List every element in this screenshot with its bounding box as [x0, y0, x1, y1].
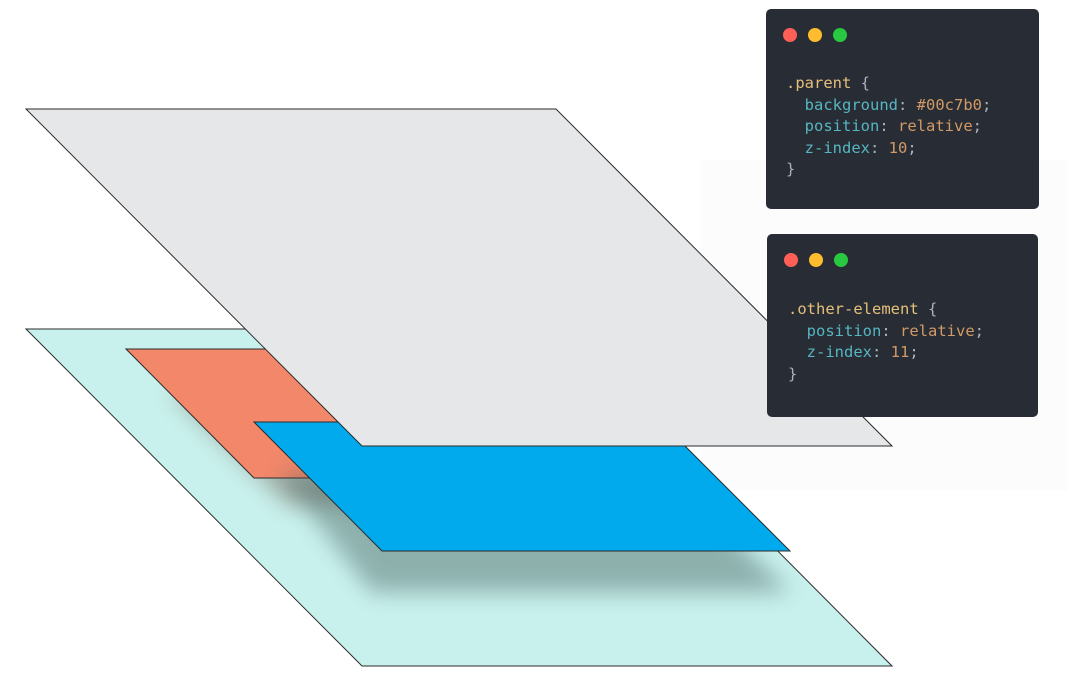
- code-token-punct: :: [870, 138, 889, 157]
- code-token-punct: ;: [907, 138, 917, 157]
- code-token-punct: }: [788, 364, 798, 383]
- code-token-punct: :: [872, 343, 891, 361]
- code-token-property: position: [804, 117, 880, 135]
- minimize-dot-icon[interactable]: [809, 253, 823, 267]
- code-indent: [786, 96, 805, 114]
- code-line: position: relative;: [788, 321, 984, 343]
- code-window-parent: .parent { background: #00c7b0; position:…: [766, 9, 1039, 209]
- code-indent: [788, 343, 807, 361]
- code-token-value: 10: [888, 138, 908, 157]
- code-line: z-index: 11;: [788, 342, 984, 364]
- code-token-punct: ;: [974, 321, 984, 340]
- code-token-punct: ;: [909, 343, 919, 361]
- code-token-property: background: [804, 95, 898, 114]
- code-window-other-element: .other-element { position: relative; z-i…: [767, 234, 1038, 417]
- code-token-value: relative: [898, 117, 973, 135]
- close-dot-icon[interactable]: [783, 28, 797, 42]
- code-line: }: [786, 159, 991, 181]
- code-indent: [786, 117, 805, 135]
- code-line: .parent {: [786, 73, 991, 95]
- code-indent: [786, 139, 805, 157]
- code-token-punct: :: [898, 95, 917, 114]
- code-line: background: #00c7b0;: [786, 95, 992, 117]
- code-block: .other-element { position: relative; z-i…: [788, 299, 984, 385]
- code-token-value: #00c7b0: [916, 95, 982, 114]
- maximize-dot-icon[interactable]: [834, 253, 848, 267]
- close-dot-icon[interactable]: [784, 253, 798, 267]
- code-token-selector: .other-element: [788, 300, 919, 318]
- code-token-value: relative: [900, 321, 975, 340]
- code-token-property: position: [806, 321, 882, 340]
- code-line: z-index: 10;: [786, 138, 991, 160]
- code-token-property: z-index: [804, 138, 870, 157]
- code-token-punct: {: [918, 300, 938, 318]
- code-line: position: relative;: [786, 116, 991, 138]
- code-line: }: [788, 364, 984, 386]
- code-line: .other-element {: [788, 299, 984, 321]
- code-indent: [788, 322, 807, 340]
- code-token-punct: {: [851, 74, 870, 92]
- top-gray-layer: [24, 108, 894, 447]
- code-token-property: z-index: [806, 343, 872, 361]
- code-token-punct: :: [879, 117, 898, 135]
- code-token-punct: ;: [982, 95, 992, 114]
- minimize-dot-icon[interactable]: [808, 28, 822, 42]
- code-token-value: 11: [890, 343, 910, 361]
- code-token-punct: :: [881, 321, 900, 340]
- code-token-punct: ;: [972, 117, 982, 135]
- code-block: .parent { background: #00c7b0; position:…: [786, 73, 991, 181]
- maximize-dot-icon[interactable]: [833, 28, 847, 42]
- code-token-selector: .parent: [786, 74, 852, 92]
- code-token-punct: }: [786, 160, 796, 178]
